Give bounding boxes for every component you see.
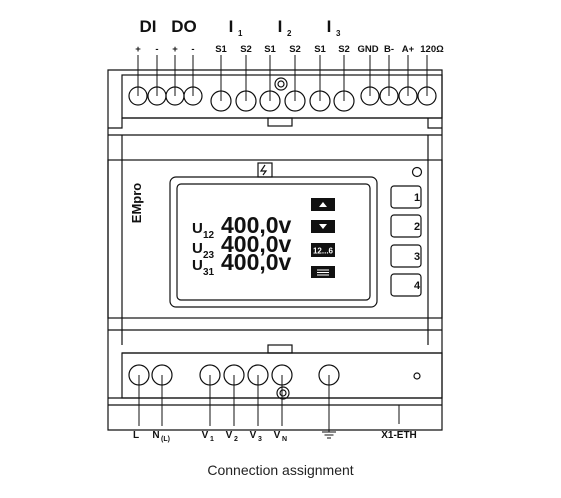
top-terminal-labels: + - + - S1 S2 S1 S2 S1 S2 GND B- A+ 120Ω: [135, 44, 444, 55]
top-terminal-label: GND: [357, 44, 378, 55]
bottom-label-vn: V: [274, 430, 281, 441]
ground-icon: [322, 426, 336, 439]
brand-logo-icon: [257, 162, 273, 178]
reading-1-symbol: U: [192, 220, 203, 237]
front-panel: [107, 159, 443, 319]
bottom-label-vn-sub: N: [282, 436, 287, 443]
key-2-button[interactable]: [390, 214, 422, 238]
top-terminal-label: S2: [240, 44, 252, 55]
lcd-softkeys: 12...6: [311, 198, 335, 278]
bottom-label-n: N: [152, 430, 159, 441]
reading-1-subscript: 12: [203, 230, 215, 241]
key-4-button[interactable]: [390, 273, 422, 297]
lcd-display-outer: [169, 176, 378, 308]
top-terminal-label: +: [172, 44, 178, 55]
bottom-wires: [138, 375, 400, 426]
top-terminal-label: S1: [314, 44, 326, 55]
group-i2-label: I: [278, 17, 283, 36]
top-terminal-label: 120Ω: [420, 44, 444, 55]
top-terminal-label: S1: [215, 44, 227, 55]
bottom-label-ethernet: X1-ETH: [381, 430, 417, 441]
top-terminal-label: B-: [384, 44, 394, 55]
page-selector-label: 12...6: [313, 247, 334, 256]
lcd-display-inner: [176, 183, 371, 301]
top-wires: [137, 55, 428, 101]
key-1-label: 1: [414, 192, 420, 204]
group-di-label: DI: [140, 17, 157, 36]
top-terminal-label: -: [191, 44, 194, 55]
bottom-label-n-sub: (L): [161, 436, 170, 443]
top-terminal-label: +: [135, 44, 141, 55]
lcd-readings: U 12 400,0v U 23 400,0v U 31 400,0v: [192, 212, 292, 278]
key-2-label: 2: [414, 221, 420, 233]
top-terminal-label: S1: [264, 44, 276, 55]
key-3-label: 3: [414, 251, 420, 263]
bottom-label-v3-sub: 3: [258, 436, 262, 443]
brand-name: EMpro: [129, 183, 144, 224]
bottom-terminal-labels: L N (L) V 1 V 2 V 3 V N X1-ETH: [133, 430, 417, 443]
reading-2-symbol: U: [192, 240, 203, 257]
bottom-terminal-screws: [128, 364, 421, 400]
bottom-label-v2: V: [226, 430, 233, 441]
group-do-label: DO: [171, 17, 197, 36]
reading-3-subscript: 31: [203, 267, 215, 278]
key-1-button[interactable]: [390, 185, 422, 209]
bottom-label-v1-sub: 1: [210, 436, 214, 443]
key-3-button[interactable]: [390, 244, 422, 268]
group-i3-label: I: [327, 17, 332, 36]
group-i1-label: I: [229, 17, 234, 36]
top-terminal-label: S2: [289, 44, 301, 55]
reading-3-symbol: U: [192, 257, 203, 274]
page-selector-softkey: [311, 243, 335, 257]
bottom-label-v1: V: [202, 430, 209, 441]
status-led-icon: [411, 166, 423, 178]
bottom-label-v3: V: [250, 430, 257, 441]
top-terminal-label: A+: [402, 44, 415, 55]
bottom-label-v2-sub: 2: [234, 436, 238, 443]
reading-3-value: 400,0v: [221, 249, 292, 275]
top-group-headers: DI DO I 1 I 2 I 3: [140, 17, 342, 38]
bottom-label-l: L: [133, 430, 139, 441]
reading-2-value: 400,0v: [221, 231, 292, 257]
figure-caption: Connection assignment: [207, 462, 354, 478]
top-terminal-label: -: [155, 44, 158, 55]
reading-2-subscript: 23: [203, 250, 215, 261]
top-terminal-label: S2: [338, 44, 350, 55]
reading-1-value: 400,0v: [221, 212, 292, 238]
key-4-label: 4: [414, 280, 421, 292]
group-i1-sub: 1: [238, 29, 243, 38]
group-i3-sub: 3: [336, 29, 341, 38]
group-i2-sub: 2: [287, 29, 292, 38]
